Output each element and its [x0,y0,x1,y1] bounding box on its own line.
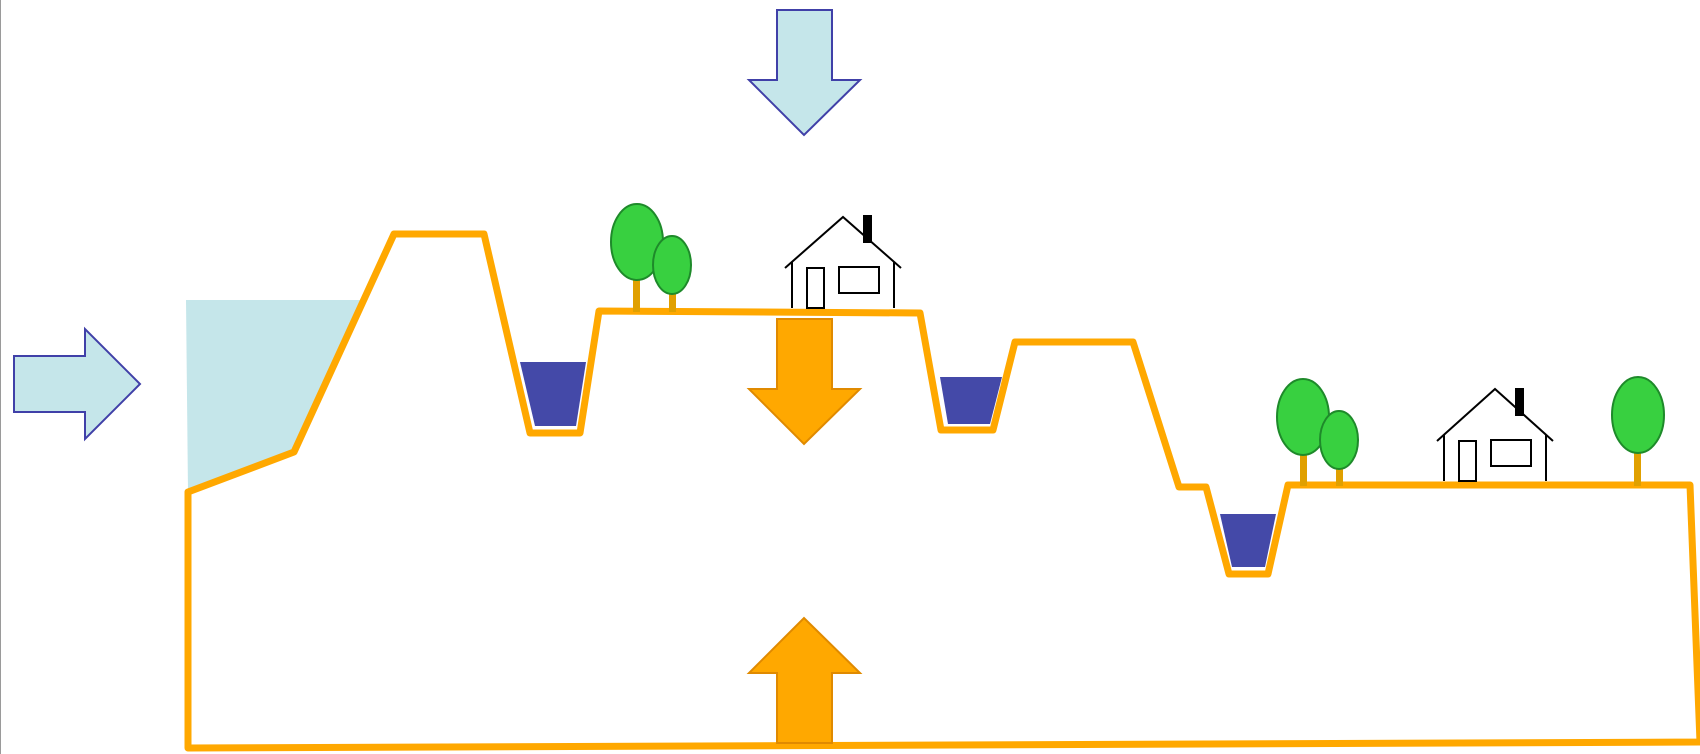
tree-icon [610,203,664,312]
lateral-inflow-arrow [13,326,142,442]
ditch-2 [940,377,1002,424]
soil-profile-outline [184,230,1700,752]
tree-icon [1319,410,1359,486]
ditch-3 [1220,514,1276,567]
downward-seepage-arrow [746,318,863,446]
tree-group-1 [610,203,692,312]
precipitation-arrow [746,9,863,137]
open-water-body [186,300,360,492]
tree-icon [1611,376,1665,486]
tree-icon [1276,378,1330,486]
house-icon [784,215,902,309]
page-left-border [0,0,1,754]
tree-group-2 [1276,378,1359,486]
house-icon [1436,387,1554,482]
tree-icon [652,235,692,312]
ditch-1 [520,362,586,426]
upward-seepage-arrow [746,616,863,744]
